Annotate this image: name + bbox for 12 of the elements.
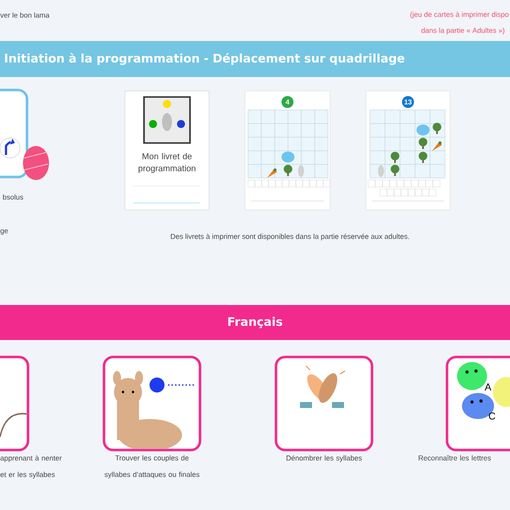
section-banner: Français bbox=[0, 305, 510, 340]
app-tile bbox=[274, 356, 374, 452]
app-tile bbox=[0, 88, 28, 178]
worksheet-page bbox=[366, 90, 450, 210]
section-banner: Initiation à la programmation - Déplacement sur quadrillage bbox=[0, 41, 510, 77]
ghost-letter: A bbox=[484, 384, 492, 390]
worksheet-page bbox=[244, 90, 330, 210]
app-tile bbox=[0, 356, 30, 452]
app-tile bbox=[446, 356, 510, 452]
booklet-cover: Mon livret de programmation bbox=[124, 90, 210, 210]
ghost-letter: C bbox=[488, 412, 496, 420]
app-tile bbox=[102, 356, 202, 452]
